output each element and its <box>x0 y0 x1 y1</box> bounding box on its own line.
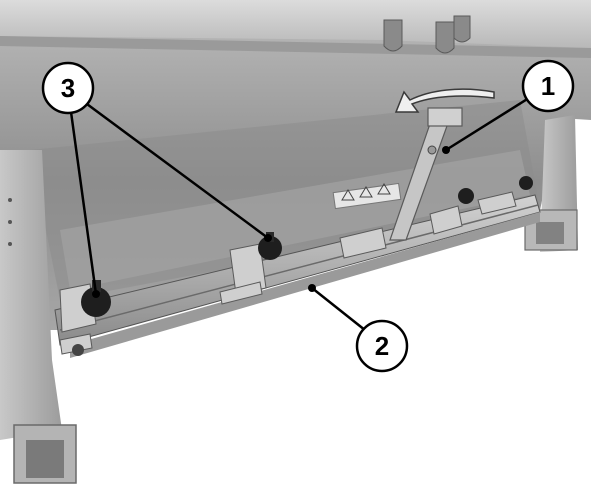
callout-1-label: 1 <box>541 71 555 101</box>
callout-3: 3 <box>41 61 95 115</box>
star-knob-right-2 <box>519 176 533 190</box>
left-leg <box>0 150 77 484</box>
star-knob-left <box>81 280 111 317</box>
rail-brackets <box>59 191 517 355</box>
star-knob-right-1 <box>458 188 474 204</box>
adjusting-lever <box>389 107 463 241</box>
callout-2-label: 2 <box>375 331 389 361</box>
top-hooks <box>383 15 471 54</box>
bolt-icon <box>72 344 84 356</box>
callout-2: 2 <box>355 319 409 373</box>
callout-3-label: 3 <box>61 73 75 103</box>
direction-arrow-icon <box>394 88 495 113</box>
callout-1: 1 <box>521 59 575 113</box>
right-leg <box>524 115 578 252</box>
leader-dots <box>92 146 450 298</box>
warning-stickers <box>332 182 402 210</box>
